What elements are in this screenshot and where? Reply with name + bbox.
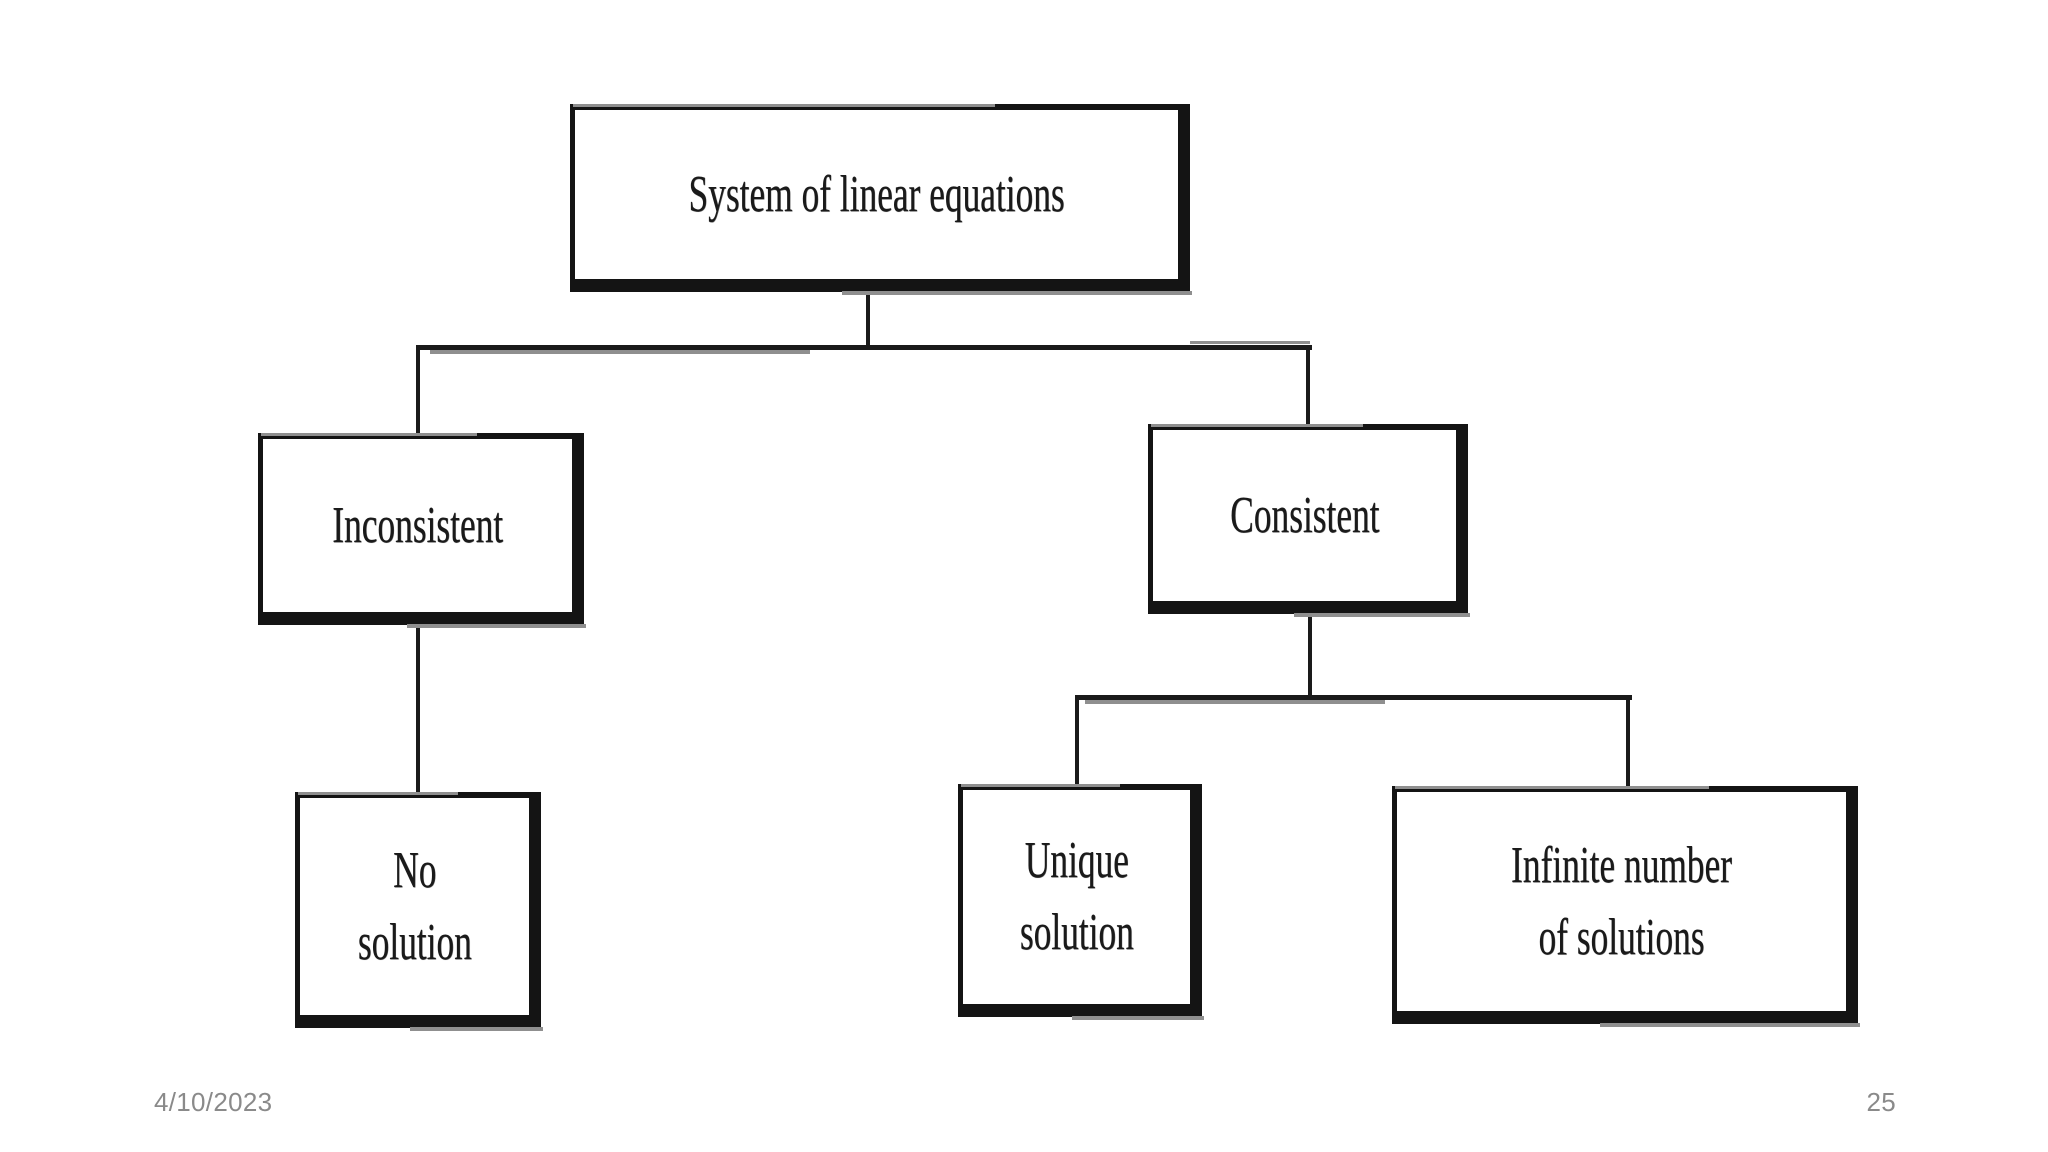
connector-level2-horizontal (1075, 695, 1632, 700)
node-label: Consistent (1229, 486, 1380, 544)
connector-to-unique-solution (1075, 698, 1079, 786)
connector-to-inconsistent (416, 348, 420, 435)
node-label: Infinite number of solutions (1511, 830, 1732, 974)
node-consistent: Consistent (1148, 424, 1470, 617)
node-label: No solution (358, 835, 472, 979)
connector-inconsistent-to-no-solution (416, 623, 420, 794)
connector-level1-horizontal (416, 345, 1312, 350)
node-label-line: of solutions (1538, 908, 1705, 966)
node-no-solution: No solution (295, 792, 543, 1031)
node-label-line: Unique (1024, 832, 1129, 890)
connector-consistent-stem (1308, 612, 1312, 698)
scan-smudge (1190, 341, 1310, 344)
node-label: System of linear equations (688, 165, 1065, 223)
connector-to-infinite-solutions (1626, 698, 1630, 788)
node-label-line: No (392, 841, 437, 899)
scan-smudge (430, 350, 810, 354)
node-label-line: solution (357, 913, 472, 971)
slide-date: 4/10/2023 (154, 1087, 273, 1117)
connector-to-consistent (1306, 348, 1310, 426)
node-label: Unique solution (1020, 825, 1134, 969)
node-unique-solution: Unique solution (958, 784, 1204, 1020)
slide-page-number: 25 (1866, 1087, 1896, 1117)
connector-root-stem (866, 290, 870, 348)
node-inconsistent: Inconsistent (258, 433, 586, 628)
node-label-line: solution (1019, 904, 1134, 961)
node-system-of-linear-equations: System of linear equations (570, 104, 1192, 295)
scan-smudge (1085, 700, 1385, 704)
node-infinite-solutions: Infinite number of solutions (1392, 786, 1860, 1027)
node-label-line: Infinite number (1511, 836, 1732, 894)
node-label: Inconsistent (332, 496, 503, 554)
